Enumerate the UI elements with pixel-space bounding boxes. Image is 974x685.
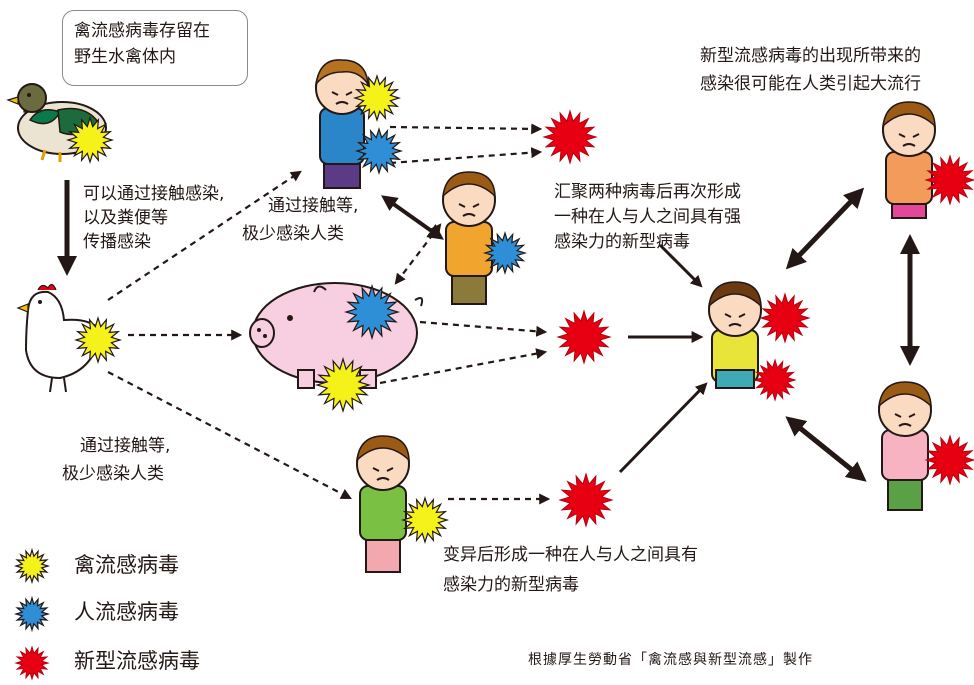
reassortment-line-3: 感染力的新型病毒: [554, 232, 690, 252]
child-contact-label: 通过接触等, 极少感染人类: [62, 432, 170, 488]
avian-virus-green-child: [400, 495, 450, 545]
child-contact-line-1: 通过接触等,: [80, 436, 171, 456]
arrow-person-boy-double: [381, 195, 444, 240]
pandemic-label: 新型流感病毒的出现所带来的 感染很可能在人类引起大流行: [700, 42, 921, 98]
legend-new-flu-swatch: [14, 645, 50, 681]
mutation-line-2: 感染力的新型病毒: [443, 575, 579, 595]
pandemic-line-1: 新型流感病毒的出现所带来的: [700, 46, 921, 66]
new-virus-middle: [556, 309, 612, 365]
human-virus-pig: [343, 283, 401, 341]
contact-spread-line-2: 以及粪便等: [83, 208, 168, 228]
legend-human-flu-label: 人流感病毒: [74, 600, 179, 624]
arrow-chicken-to-green-child: [107, 371, 352, 500]
arrow-top-person-to-red-virus: [389, 123, 543, 135]
avian-virus-chicken: [73, 315, 123, 365]
legend-avian-flu-swatch: [13, 547, 51, 585]
person-boy-orange: [442, 171, 496, 305]
avian-virus-top-girl: [352, 73, 402, 123]
person-top-girl: [314, 59, 369, 189]
virus-bursts: [13, 73, 974, 681]
pig-contact-line-2: 极少感染人类: [242, 224, 344, 244]
arrow-center-to-right-top: [785, 187, 865, 270]
human-virus-boy: [482, 230, 528, 276]
arrow-pig-to-red-virus-2: [379, 348, 548, 385]
contact-spread-line-1: 可以通过接触感染,: [83, 184, 225, 204]
new-virus-right-top: [924, 154, 974, 206]
pig-contact-line-1: 通过接触等,: [268, 196, 359, 216]
new-virus-right-bottom: [924, 434, 974, 486]
reassortment-label: 汇聚两种病毒后再次形成 一种在人与人之间具有强 感染力的新型病毒: [554, 180, 741, 255]
person-boy-green: [356, 435, 410, 573]
arrow-pig-to-red-virus: [419, 320, 548, 337]
mutation-line-1: 变异后形成一种在人与人之间具有: [443, 545, 698, 565]
wild-waterfowl-note-box: [62, 10, 248, 86]
child-contact-line-2: 极少感染人类: [62, 464, 164, 484]
person-right-bottom-boy: [878, 381, 932, 511]
new-virus-center-1: [759, 292, 811, 344]
note-line-1: 禽流感病毒存留在: [74, 21, 210, 41]
person-right-top-girl: [882, 101, 936, 219]
new-virus-bottom: [558, 472, 614, 528]
avian-virus-pig: [314, 356, 372, 414]
legend-avian-flu-label: 禽流感病毒: [74, 553, 179, 577]
arrow-bottom-virus-to-center: [618, 382, 708, 474]
pig-contact-label: 通过接触等, 极少感染人类: [242, 192, 358, 248]
new-virus-top: [542, 109, 598, 165]
arrow-top-virus-to-center: [658, 243, 703, 288]
legend-new-flu-label: 新型流感病毒: [74, 649, 200, 673]
avian-virus-duck: [65, 115, 115, 165]
person-center-girl: [708, 281, 762, 389]
arrow-chicken-to-top-person: [107, 170, 302, 301]
note-line-2: 野生水禽体内: [74, 47, 176, 67]
source-credit: 根據厚生勞動省「禽流感與新型流感」製作: [528, 652, 813, 668]
reassortment-line-2: 一种在人与人之间具有强: [554, 207, 741, 227]
arrow-top-person-to-red-virus-2: [389, 147, 543, 165]
contact-spread-label: 可以通过接触感染, 以及粪便等 传播感染: [83, 182, 224, 254]
new-virus-center-2: [753, 358, 797, 402]
arrow-center-to-right-bottom: [785, 416, 867, 482]
mutation-label: 变异后形成一种在人与人之间具有 感染力的新型病毒: [443, 540, 698, 600]
reassortment-line-1: 汇聚两种病毒后再次形成: [554, 182, 741, 202]
arrow-boy-pig-double: [394, 223, 442, 285]
contact-spread-line-3: 传播感染: [83, 232, 151, 252]
arrows: [57, 123, 920, 505]
pandemic-line-2: 感染很可能在人类引起大流行: [700, 74, 921, 94]
legend-human-flu-swatch: [13, 595, 51, 633]
wild-waterfowl-note: 禽流感病毒存留在 野生水禽体内: [74, 18, 210, 70]
human-virus-top-girl: [354, 126, 404, 176]
